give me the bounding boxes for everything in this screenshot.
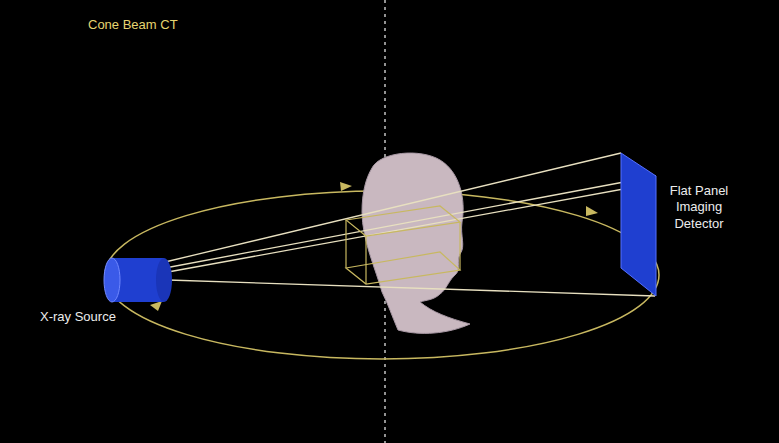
part-label: X-ray Source	[40, 309, 116, 325]
flat-panel-detector	[621, 153, 656, 296]
x-ray-source	[104, 258, 172, 302]
orbit-arrow	[586, 206, 598, 216]
part-label: Flat Panel Imaging Detector	[664, 183, 734, 232]
field-of-view	[346, 206, 460, 284]
orbit-arrow	[150, 301, 162, 311]
patient-head	[362, 153, 470, 333]
orbit-arrow	[340, 182, 352, 191]
diagram-title: Cone Beam CT	[88, 17, 178, 33]
x-ray-beams	[165, 153, 656, 296]
